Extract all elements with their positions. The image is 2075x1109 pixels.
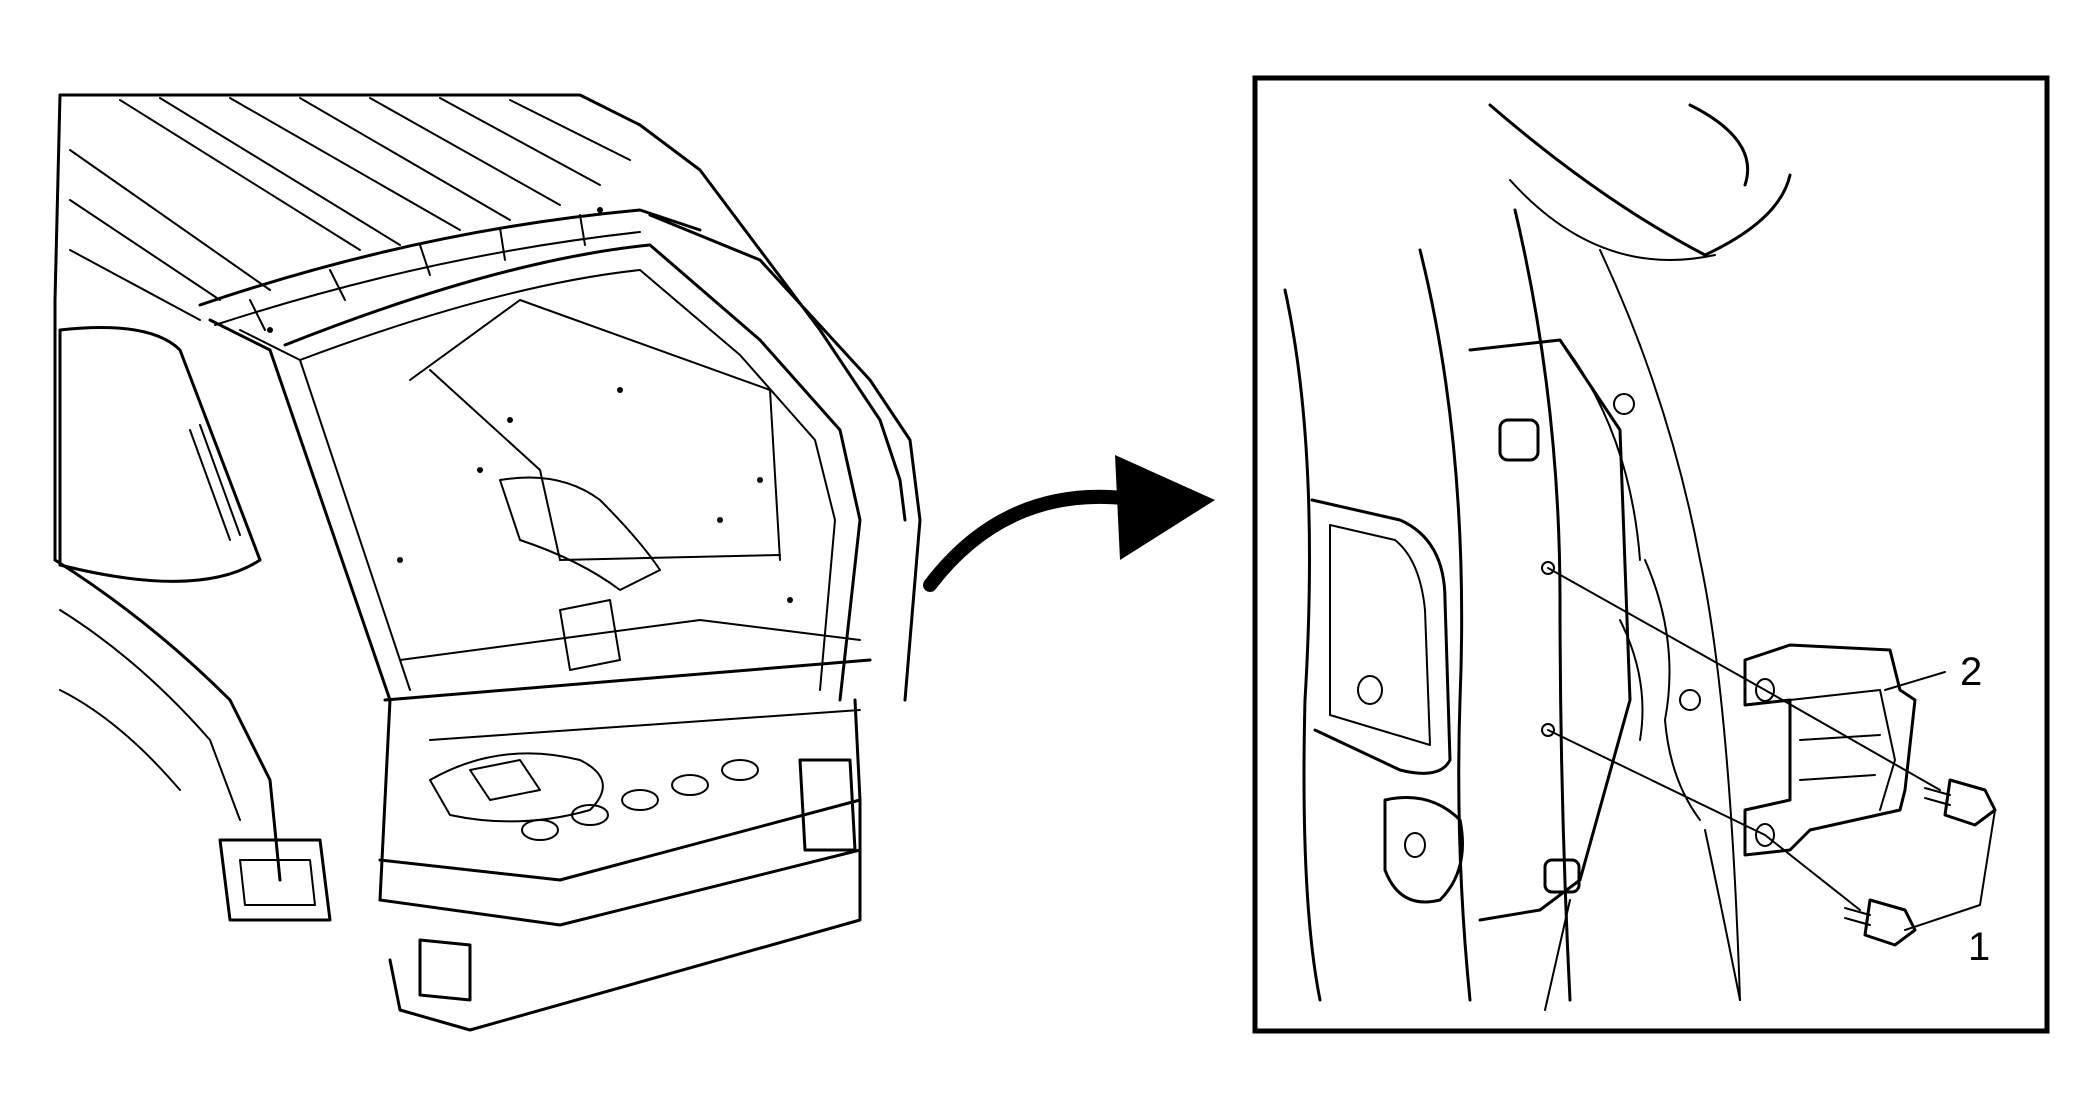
sensor-bracket <box>1743 643 1917 857</box>
detail-inset: 2 1 <box>1252 75 2050 1034</box>
callout-arrow <box>923 455 1215 592</box>
bolt-upper <box>1924 778 1997 827</box>
callout-1-label: 1 <box>1968 925 1990 969</box>
bolt-lower <box>1844 898 1917 947</box>
callout-2-label: 2 <box>1960 650 1982 694</box>
vehicle-rear-illustration <box>53 93 922 1032</box>
